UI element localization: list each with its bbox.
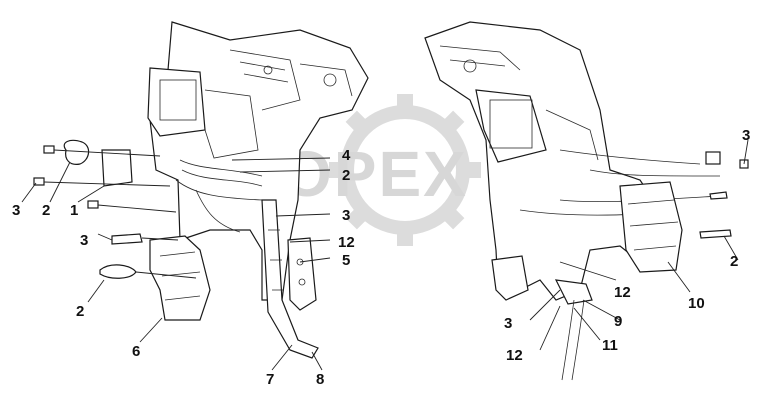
callout-2: 2 — [730, 253, 738, 270]
callout-4: 4 — [342, 147, 351, 164]
callout-2: 2 — [42, 202, 50, 219]
callout-10: 10 — [688, 295, 705, 312]
callout-2: 2 — [76, 303, 84, 320]
watermark-text: OPEX — [282, 138, 468, 210]
callout-1: 1 — [70, 202, 78, 219]
callout-12: 12 — [338, 234, 355, 251]
callout-7: 7 — [266, 371, 274, 388]
gear-icon — [329, 94, 481, 246]
right-assembly — [424, 21, 749, 381]
callout-3: 3 — [342, 207, 350, 224]
callout-3: 3 — [12, 202, 20, 219]
watermark: OPEX — [282, 94, 481, 246]
callout-8: 8 — [316, 371, 324, 388]
callout-3: 3 — [80, 232, 88, 249]
callout-12: 12 — [614, 284, 631, 301]
left-callout-leaders — [21, 161, 323, 371]
callout-2: 2 — [342, 167, 350, 184]
callout-labels: 3 2 1 3 2 4 2 3 12 5 6 7 8 3 2 10 12 9 3… — [12, 127, 750, 388]
callout-3: 3 — [742, 127, 750, 144]
callout-9: 9 — [614, 313, 622, 330]
callout-12: 12 — [506, 347, 523, 364]
callout-5: 5 — [342, 252, 350, 269]
callout-11: 11 — [602, 337, 618, 354]
callout-6: 6 — [132, 343, 140, 360]
left-assembly — [33, 21, 369, 359]
callout-3: 3 — [504, 315, 512, 332]
